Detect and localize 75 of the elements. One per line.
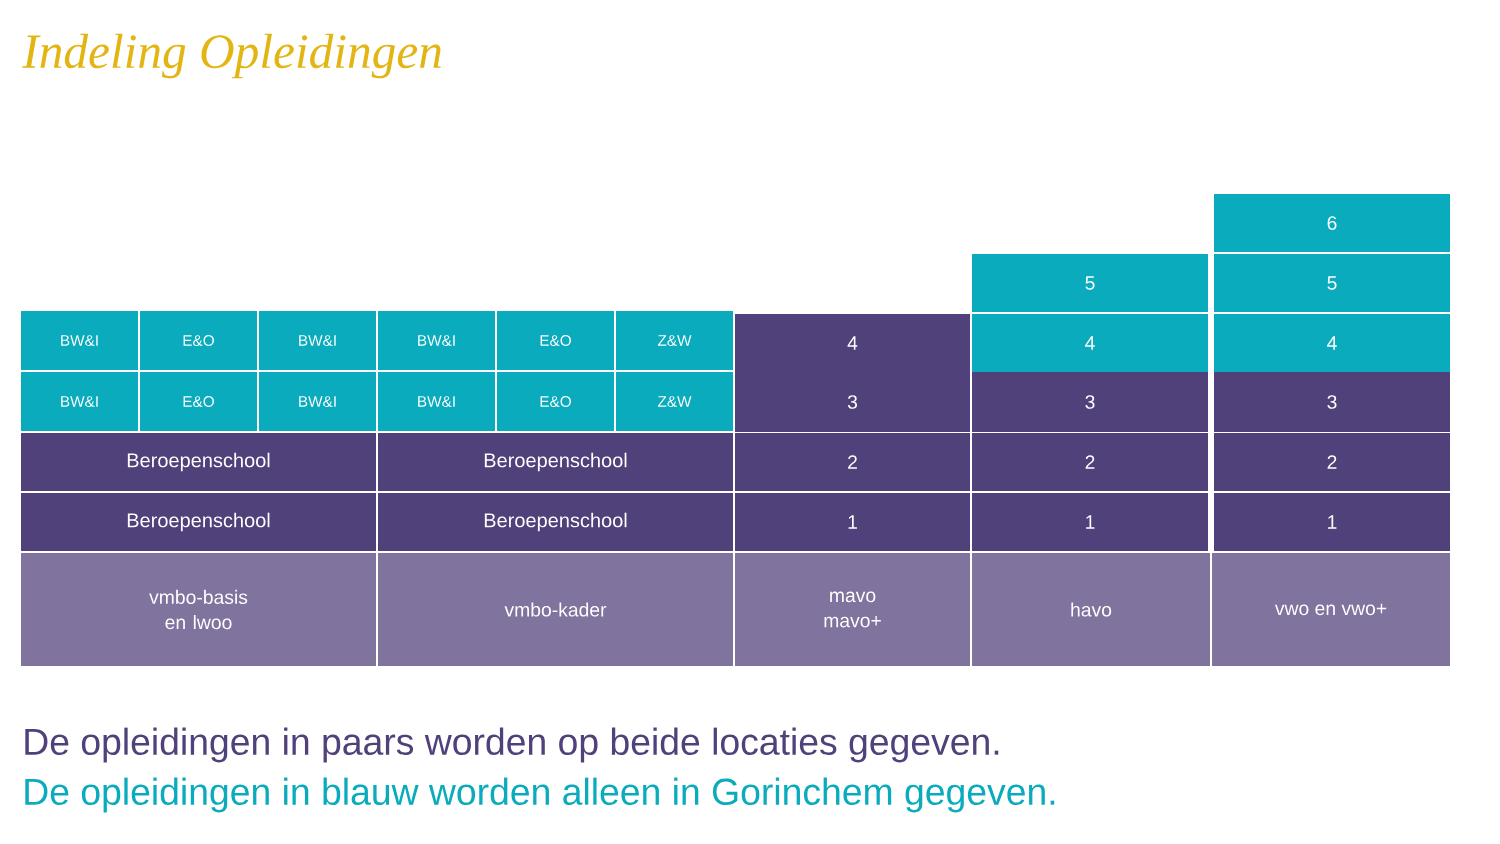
note-text: De opleidingen in blauw worden alleen in Gorinchem gegeven. — [25, 777, 1055, 813]
node-label: BW&I — [61, 396, 98, 407]
node-label: 2 — [1085, 455, 1095, 469]
node-label: 5 — [1085, 276, 1095, 290]
sector-cell: BW&I — [21, 372, 138, 431]
sector-cell: BW&I — [259, 372, 376, 431]
year-cell: 3 — [735, 372, 970, 432]
year-cell: 1 — [1214, 493, 1450, 551]
sector-cell: BW&I — [378, 311, 495, 370]
level-cell: mavo mavo+ — [735, 553, 970, 666]
node-label: E&O — [540, 396, 571, 407]
year-cell: 5 — [972, 254, 1208, 312]
node-label: Z&W — [657, 396, 692, 407]
school-cell: Beroepenschool — [378, 493, 733, 551]
sector-cell: Z&W — [616, 372, 733, 431]
year-cell: 2 — [1214, 433, 1450, 491]
sector-cell: BW&I — [378, 372, 495, 431]
year-cell: 1 — [735, 493, 970, 551]
node-label: 4 — [1327, 336, 1337, 350]
node-label: BW&I — [61, 335, 98, 346]
node-label: E&O — [183, 335, 214, 346]
node-label: BW&I — [299, 396, 336, 407]
year-cell: 1 — [972, 493, 1208, 551]
node-label: 1 — [1328, 515, 1337, 529]
node-label: E&O — [183, 396, 214, 407]
node-label: 5 — [1327, 276, 1337, 290]
sector-cell: Z&W — [616, 311, 733, 370]
year-cell: 3 — [972, 372, 1208, 432]
node-label: vmbo-kader — [504, 602, 607, 617]
node-label: Beroepenschool — [484, 452, 627, 472]
level-cell: vwo en vwo+ — [1212, 553, 1450, 666]
year-cell: 4 — [1214, 314, 1450, 372]
title: Indeling Opleidingen — [22, 33, 441, 79]
node-label: Beroepenschool — [127, 512, 270, 532]
node-label: 4 — [1085, 336, 1095, 350]
year-cell: 4 — [735, 314, 970, 372]
node-label: 1 — [848, 515, 857, 529]
node-label: 3 — [847, 395, 858, 409]
sector-cell: E&O — [140, 372, 257, 431]
sector-cell: E&O — [497, 372, 614, 431]
node-label: havo — [1071, 602, 1112, 617]
year-cell: 6 — [1214, 194, 1450, 252]
sector-cell: BW&I — [259, 311, 376, 370]
node-label: vwo en vwo+ — [1274, 603, 1387, 616]
level-cell: vmbo-basis en lwoo — [21, 553, 376, 666]
node-label: 4 — [847, 336, 858, 350]
level-cell: vmbo-kader — [378, 553, 733, 666]
node-label: Beroepenschool — [127, 452, 270, 472]
node-label: 2 — [848, 455, 857, 469]
node-label: 6 — [1327, 216, 1337, 230]
sector-cell: E&O — [497, 311, 614, 370]
node-label: vmbo-basis en lwoo — [149, 589, 248, 630]
node-label: BW&I — [418, 396, 455, 407]
node-label: Beroepenschool — [484, 512, 627, 532]
node-label: mavo mavo+ — [824, 591, 881, 628]
node-label: BW&I — [418, 335, 455, 346]
note-text: De opleidingen in paars worden op beide locaties gegeven. — [25, 727, 999, 763]
sector-cell: BW&I — [21, 311, 138, 370]
node-label: 3 — [1327, 395, 1337, 409]
school-cell: Beroepenschool — [21, 433, 376, 491]
year-cell: 2 — [972, 433, 1208, 491]
node-label: E&O — [540, 335, 571, 346]
year-cell: 3 — [1214, 372, 1450, 432]
sector-cell: E&O — [140, 311, 257, 370]
year-cell: 5 — [1214, 254, 1450, 312]
year-cell: 4 — [972, 314, 1208, 372]
school-cell: Beroepenschool — [378, 433, 733, 491]
node-label: BW&I — [299, 335, 336, 346]
school-cell: Beroepenschool — [21, 493, 376, 551]
level-cell: havo — [972, 553, 1210, 666]
node-label: Z&W — [657, 335, 692, 346]
node-label: 1 — [1086, 515, 1095, 529]
year-cell: 2 — [735, 433, 970, 491]
node-label: 3 — [1085, 395, 1095, 409]
node-label: 2 — [1327, 455, 1337, 469]
